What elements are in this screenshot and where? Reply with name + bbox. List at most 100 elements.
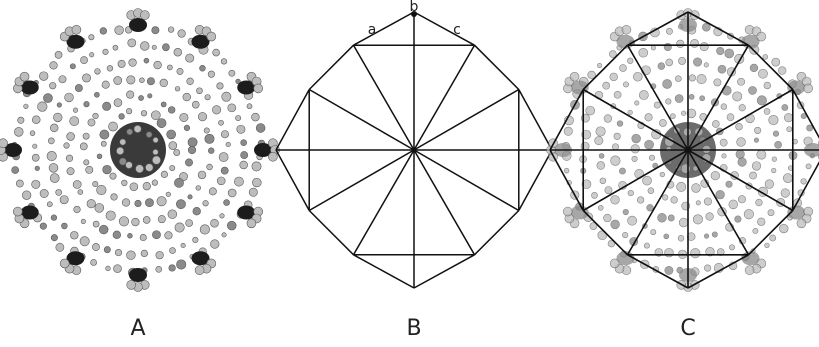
atom (212, 106, 220, 114)
atom (217, 177, 225, 185)
atom (100, 130, 109, 139)
atom (252, 178, 261, 187)
atom (611, 195, 620, 204)
atom (712, 120, 719, 127)
atom (658, 213, 667, 222)
atom (43, 94, 52, 103)
atom (237, 125, 245, 133)
atom (152, 27, 159, 34)
atom (643, 176, 652, 185)
atom (210, 219, 218, 227)
rim-edge (519, 150, 552, 211)
spoke-line (309, 150, 414, 211)
atom (205, 94, 210, 99)
atom (635, 101, 639, 105)
atom (631, 145, 639, 153)
atom (668, 215, 674, 221)
atom (241, 151, 248, 158)
atom (174, 48, 182, 56)
atom (256, 124, 265, 133)
atom (181, 243, 186, 248)
atom (697, 74, 706, 83)
atom (733, 92, 742, 101)
atom (83, 133, 89, 139)
atom (249, 188, 257, 196)
atom (65, 93, 74, 102)
atom (648, 188, 654, 194)
atom (784, 113, 792, 121)
atom (639, 90, 648, 99)
atom (749, 172, 756, 179)
atom (94, 92, 99, 97)
atom (768, 210, 774, 216)
atom (130, 183, 138, 191)
panel-a-caption: A (130, 316, 145, 341)
atom (581, 142, 589, 150)
atom (203, 200, 209, 206)
atom (135, 200, 142, 207)
dark-terminal-group (129, 18, 147, 32)
atom (120, 139, 126, 145)
atom (93, 181, 98, 186)
vertex-label-b: b (410, 0, 419, 15)
atom (252, 113, 260, 121)
atom (689, 94, 694, 99)
atom (591, 192, 597, 198)
atom (210, 240, 219, 249)
rim-edge (414, 255, 475, 288)
atom (152, 45, 156, 49)
atom (170, 248, 176, 254)
atom (665, 248, 674, 257)
atom (110, 173, 116, 179)
atom (18, 117, 24, 123)
atom (115, 249, 122, 256)
atom (651, 46, 655, 50)
atom (161, 102, 166, 107)
atom (127, 76, 135, 84)
atom (88, 119, 95, 126)
atom (599, 153, 604, 158)
atom (121, 180, 127, 186)
atom (148, 94, 152, 98)
atom (104, 246, 110, 252)
atom (57, 103, 62, 108)
atom (30, 131, 35, 136)
atom (711, 171, 720, 180)
atom (127, 251, 136, 260)
atom (126, 162, 133, 169)
atom (224, 200, 230, 206)
atom (59, 76, 66, 83)
atom (162, 44, 169, 51)
atom (35, 166, 40, 171)
atom (102, 81, 109, 88)
atom (729, 245, 734, 250)
atom (806, 164, 811, 169)
atom (185, 159, 192, 166)
panel-c-overlay (547, 9, 819, 292)
atom (170, 165, 175, 170)
atom (666, 28, 672, 34)
atom (623, 82, 628, 87)
atom (677, 182, 686, 191)
atom (138, 95, 143, 100)
atom (186, 220, 193, 227)
atom (772, 157, 777, 162)
atom (219, 153, 228, 162)
atom (716, 190, 725, 199)
atom (141, 250, 148, 257)
atom (176, 260, 185, 269)
atom (704, 234, 709, 239)
atom (681, 164, 691, 174)
atom (700, 42, 708, 50)
atom (610, 73, 618, 81)
atom (664, 43, 671, 50)
atom (80, 143, 87, 150)
atom (156, 251, 164, 259)
atom (221, 59, 227, 65)
atom (207, 32, 216, 41)
atom (22, 191, 31, 200)
atom (744, 209, 753, 218)
atom (0, 139, 8, 148)
atom (758, 69, 767, 78)
atom (141, 110, 147, 116)
